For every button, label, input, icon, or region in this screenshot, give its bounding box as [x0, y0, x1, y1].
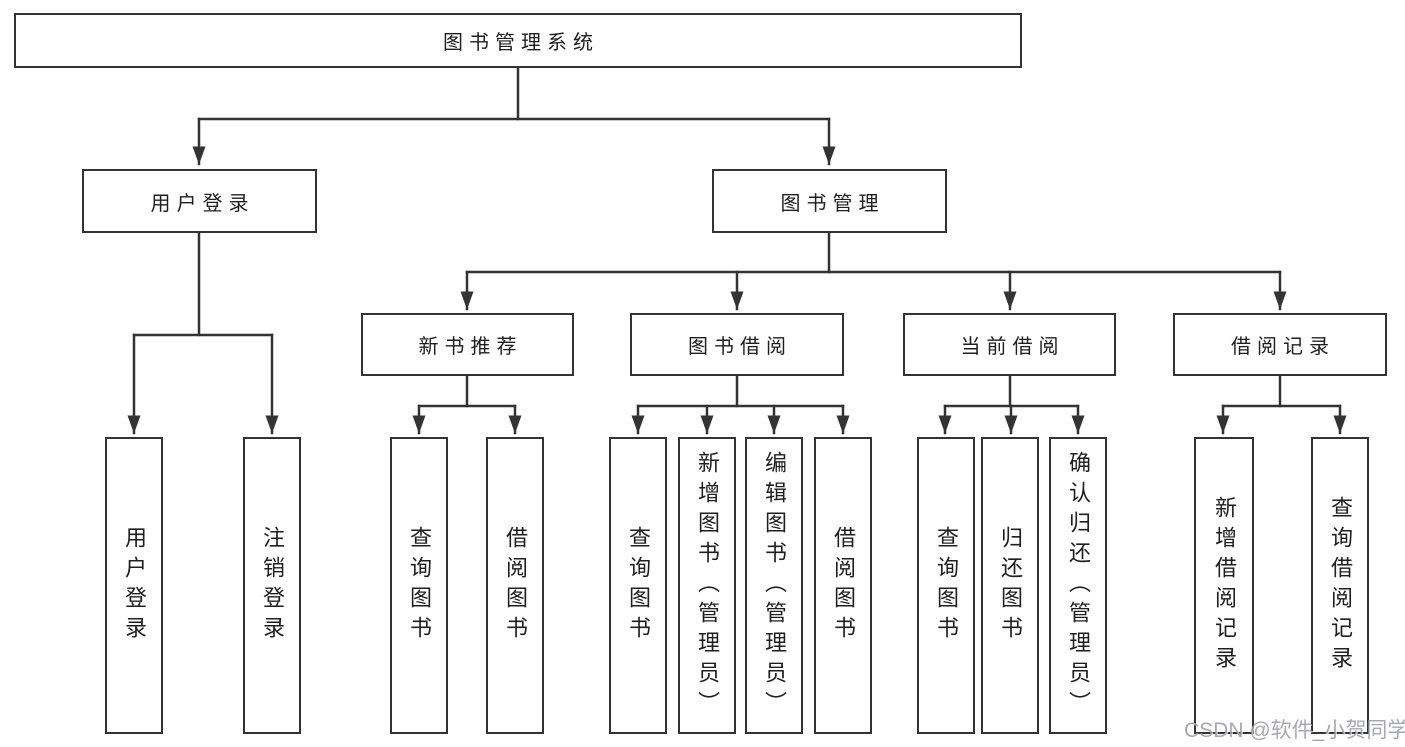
node-leaf-borrow-books-1: 借阅图书 — [486, 437, 544, 734]
node-label: 查询图书 — [934, 525, 959, 646]
node-current-borrowing: 当前借阅 — [903, 313, 1116, 376]
node-label: 查询图书 — [407, 525, 432, 646]
node-library-system: 图书管理系统 — [14, 13, 1022, 68]
node-label: 用户登录 — [150, 192, 255, 215]
node-leaf-user-login: 用户登录 — [105, 437, 163, 734]
node-leaf-borrow-books-2: 借阅图书 — [814, 437, 872, 734]
node-leaf-logout: 注销登录 — [243, 437, 301, 734]
node-leaf-query-books-3: 查询图书 — [917, 437, 975, 734]
node-label: 确认归还（管理员） — [1066, 450, 1091, 721]
csdn-watermark: CSDN @软件_小贺同学 — [1184, 719, 1405, 742]
node-label: 图书管理系统 — [443, 32, 599, 54]
node-label: 查询借阅记录 — [1328, 495, 1353, 676]
node-label: 编辑图书（管理员） — [762, 450, 787, 721]
node-leaf-query-books-1: 查询图书 — [390, 437, 448, 734]
node-leaf-return-books: 归还图书 — [981, 437, 1039, 734]
node-label: 当前借阅 — [960, 336, 1065, 358]
node-new-book-recommend: 新书推荐 — [361, 313, 574, 376]
node-label: 借阅图书 — [831, 525, 856, 646]
node-leaf-confirm-return-admin: 确认归还（管理员） — [1049, 437, 1107, 734]
node-leaf-edit-books-admin: 编辑图书（管理员） — [745, 437, 803, 734]
node-leaf-query-books-2: 查询图书 — [609, 437, 667, 734]
node-label: 新增图书（管理员） — [695, 450, 720, 721]
node-book-borrowing: 图书借阅 — [630, 313, 844, 376]
node-leaf-add-borrow-record: 新增借阅记录 — [1194, 437, 1254, 734]
node-label: 图书借阅 — [688, 336, 792, 358]
node-label: 借阅记录 — [1231, 336, 1335, 358]
node-user-login: 用户登录 — [82, 169, 317, 233]
node-label: 查询图书 — [626, 525, 651, 646]
node-label: 新书推荐 — [418, 336, 523, 358]
node-label: 图书管理 — [780, 192, 885, 215]
node-label: 注销登录 — [260, 525, 285, 646]
node-leaf-add-books-admin: 新增图书（管理员） — [678, 437, 736, 734]
node-leaf-query-borrow-record: 查询借阅记录 — [1311, 437, 1369, 734]
node-label: 借阅图书 — [503, 525, 528, 646]
node-label: 新增借阅记录 — [1212, 495, 1237, 676]
node-label: 归还图书 — [998, 525, 1023, 646]
node-label: 用户登录 — [122, 525, 147, 646]
node-book-management: 图书管理 — [712, 169, 947, 233]
node-borrowing-records: 借阅记录 — [1173, 313, 1387, 376]
